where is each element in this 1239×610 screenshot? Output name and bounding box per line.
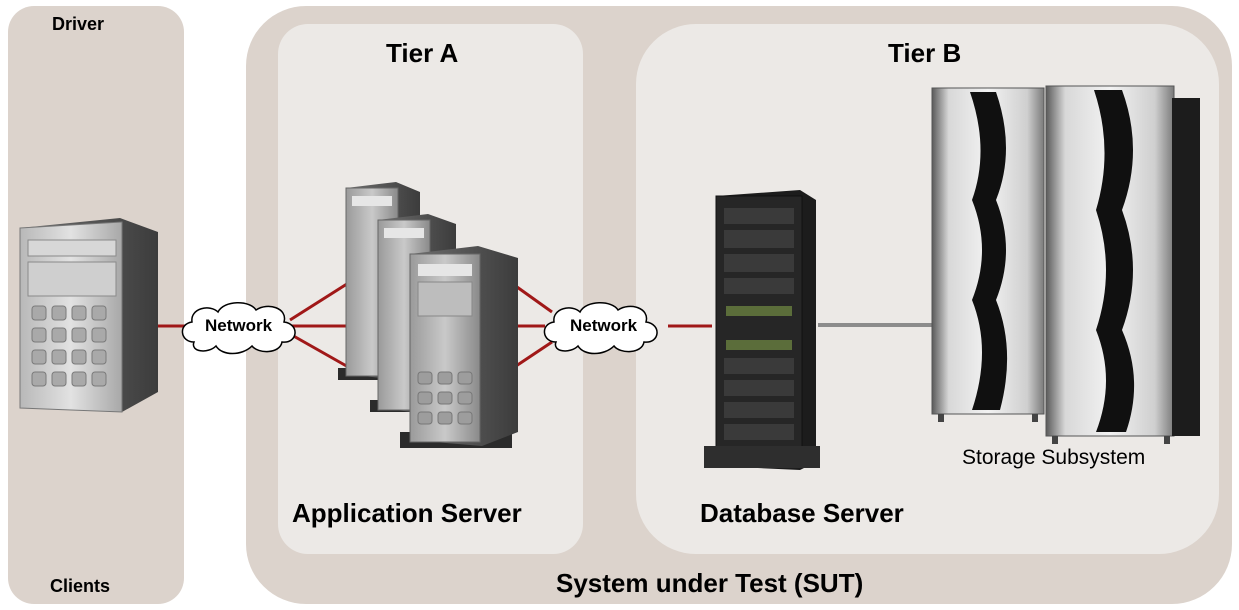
client-tower-icon	[19, 218, 158, 413]
storage-cabinet-icon	[931, 85, 1200, 444]
storage-subsystem-label: Storage Subsystem	[962, 446, 1146, 469]
driver-title: Driver	[52, 14, 105, 34]
network-label-2: Network	[570, 316, 638, 335]
server-tower-icon	[400, 246, 518, 448]
clients-label: Clients	[50, 576, 111, 596]
database-server-label: Database Server	[700, 498, 904, 528]
network-label-1: Network	[205, 316, 273, 335]
tier-a-title: Tier A	[386, 38, 459, 68]
sut-title: System under Test (SUT)	[556, 568, 864, 598]
tier-b-title: Tier B	[888, 38, 962, 68]
server-tower-icon	[704, 190, 820, 470]
network-cloud-icon	[181, 302, 296, 355]
network-cloud-icon	[543, 302, 658, 355]
application-server-label: Application Server	[292, 498, 522, 528]
